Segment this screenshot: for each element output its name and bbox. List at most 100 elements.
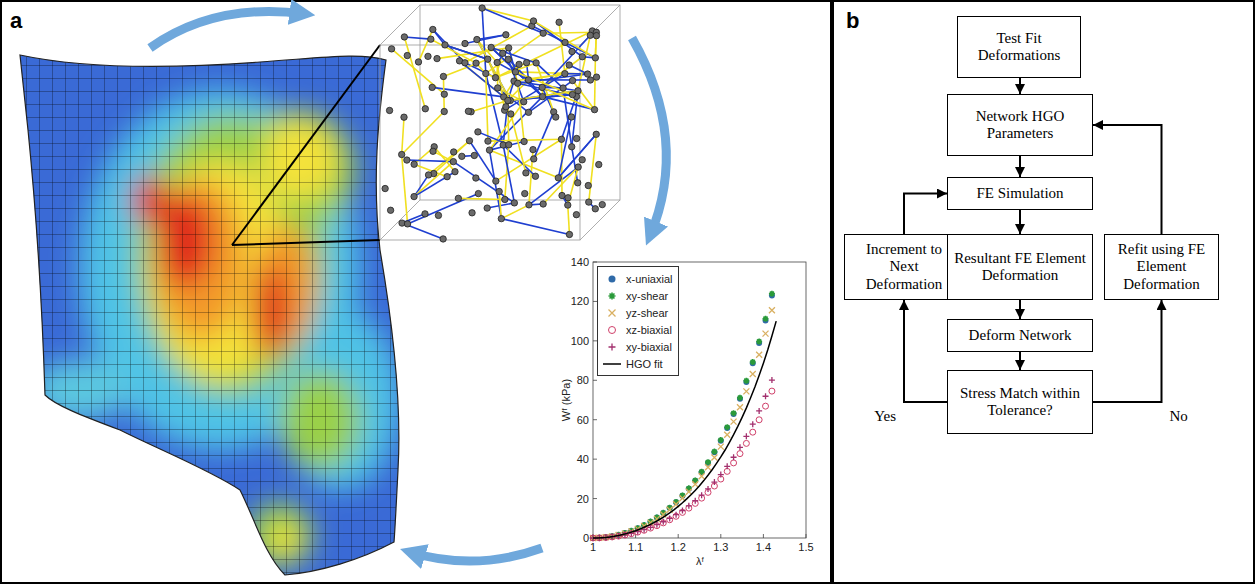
crosslink-node xyxy=(474,36,480,42)
crosslink-node xyxy=(450,158,456,164)
tick xyxy=(720,534,721,538)
cycle-arrow xyxy=(410,548,542,561)
data-marker xyxy=(609,343,616,350)
crosslink-node xyxy=(471,152,477,158)
fiber xyxy=(589,134,597,202)
fiber xyxy=(418,29,432,61)
data-marker xyxy=(724,463,730,469)
crosslink-node xyxy=(568,114,574,120)
data-marker xyxy=(763,316,769,322)
fiber xyxy=(465,35,506,44)
data-marker xyxy=(769,377,775,383)
tick xyxy=(678,534,679,538)
crosslink-node xyxy=(569,48,575,54)
data-marker xyxy=(769,291,775,297)
fiber xyxy=(501,219,569,235)
crosslink-node xyxy=(575,180,581,186)
crosslink-node xyxy=(556,19,562,25)
crosslink-node xyxy=(502,196,508,202)
tick-label: 1.3 xyxy=(713,542,728,553)
node-text: Refit using FE Element Deformation xyxy=(1110,241,1213,293)
crosslink-node xyxy=(531,156,537,162)
data-marker xyxy=(705,486,711,492)
crosslink-node xyxy=(539,93,545,99)
fiber xyxy=(558,134,596,178)
data-marker xyxy=(737,395,743,401)
process-box: Test Fit Deformations xyxy=(957,16,1081,78)
tick-label: 140 xyxy=(571,257,589,268)
crosslink-node xyxy=(562,39,568,45)
data-marker xyxy=(679,507,685,513)
fiber xyxy=(482,8,543,33)
data-marker xyxy=(667,515,673,521)
fiber xyxy=(501,205,529,219)
crosslink-node xyxy=(444,173,450,179)
crosslink-node xyxy=(530,18,536,24)
legend-text: xz-biaxial xyxy=(626,324,672,336)
crosslink-node xyxy=(430,148,436,154)
fiber xyxy=(491,47,542,96)
data-marker xyxy=(724,424,730,430)
data-marker xyxy=(743,388,749,394)
crosslink-node xyxy=(440,236,446,242)
crosslink-node xyxy=(429,84,435,90)
crosslink-node xyxy=(473,60,479,66)
crosslink-node xyxy=(508,111,514,117)
crosslink-node xyxy=(382,185,388,191)
node-text: Deform Network xyxy=(969,327,1072,344)
crosslink-node xyxy=(555,175,561,181)
fiber xyxy=(503,145,514,203)
node-text: FE Simulation xyxy=(976,185,1063,202)
crosslink-node xyxy=(387,207,393,213)
node-text: Test Fit Deformations xyxy=(963,30,1075,65)
flow-arrow xyxy=(1093,300,1162,402)
crosslink-node xyxy=(404,52,410,58)
legend-swatch xyxy=(602,324,622,336)
tick-label: 20 xyxy=(577,493,589,504)
legend-swatch xyxy=(602,358,622,370)
crosslink-node xyxy=(565,202,571,208)
data-marker xyxy=(692,498,698,504)
crosslink-node xyxy=(492,74,498,80)
crosslink-node xyxy=(488,44,494,50)
crosslink-node xyxy=(430,26,436,32)
flow-arrow xyxy=(904,194,947,235)
legend-row: yz-shear xyxy=(602,304,672,321)
crosslink-node xyxy=(559,192,565,198)
crosslink-node xyxy=(585,182,591,188)
data-marker xyxy=(705,464,711,470)
crosslink-node xyxy=(462,40,468,46)
crosslink-node xyxy=(592,206,598,212)
crosslink-node xyxy=(525,109,531,115)
crosslink-node xyxy=(422,106,428,112)
data-marker xyxy=(743,433,749,439)
fiber xyxy=(533,21,595,58)
data-marker xyxy=(731,460,737,466)
box-label: Stress Match within Tolerance? xyxy=(953,385,1087,420)
flow-arrow xyxy=(1019,300,1021,319)
crosslink-node xyxy=(525,77,531,83)
crosslink-node xyxy=(484,205,490,211)
data-marker xyxy=(756,417,762,423)
data-marker xyxy=(718,472,724,478)
tick-label: 120 xyxy=(571,296,589,307)
crosslink-node xyxy=(386,107,392,113)
crosslink-node xyxy=(586,199,592,205)
tick-label: 80 xyxy=(577,375,589,386)
crosslink-node xyxy=(388,46,394,52)
fiber xyxy=(514,74,565,81)
data-marker xyxy=(756,338,762,344)
crosslink-node xyxy=(569,144,575,150)
data-marker xyxy=(756,352,762,358)
crosslink-node xyxy=(404,221,410,227)
data-marker xyxy=(737,451,743,457)
data-marker xyxy=(609,292,616,299)
fiber xyxy=(533,21,582,57)
chart-legend: x-uniaxialxy-shearyz-shearxz-biaxialxy-b… xyxy=(597,266,679,376)
fiber xyxy=(404,37,430,39)
legend-row: x-uniaxial xyxy=(602,270,672,287)
crosslink-node xyxy=(505,45,511,51)
data-marker xyxy=(756,408,762,414)
crosslink-node xyxy=(401,34,407,40)
tick xyxy=(593,380,597,381)
